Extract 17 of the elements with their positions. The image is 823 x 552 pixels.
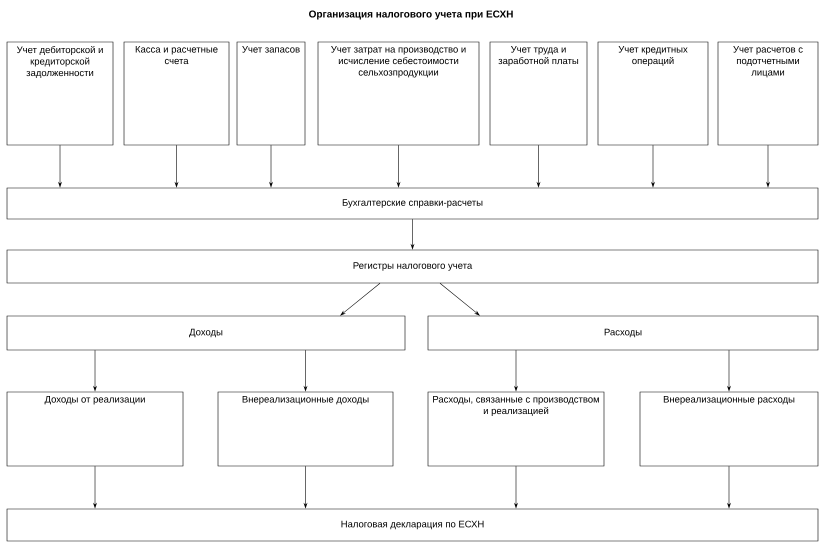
process-box: Учет затрат на производство и исчисление себестоимости сельхозпродукции	[318, 42, 480, 146]
process-box: Учет расчетов с подотчетными лицами	[718, 42, 818, 146]
title: Организация налогового учета при ЕСХН	[309, 10, 513, 20]
process-bar: Налоговая декларация по ЕСХН	[6, 508, 818, 542]
process-box: Доходы от реализации	[6, 392, 184, 466]
process-bar: Расходы	[428, 316, 818, 350]
process-box: Расходы, связанные с производством и реализацией	[428, 392, 604, 466]
process-box: Учет кредитных операций	[598, 42, 708, 146]
process-bar: Бухгалтерские справки-расчеты	[6, 188, 818, 220]
process-box: Внереализационные доходы	[218, 392, 394, 466]
process-box: Учет дебиторской и кредиторской задолженности	[6, 42, 114, 146]
process-box: Касса и расчетные счета	[124, 42, 230, 146]
process-box: Учет запасов	[236, 42, 306, 146]
process-bar: Регистры налогового учета	[6, 250, 818, 284]
process-box: Учет труда и заработной платы	[490, 42, 588, 146]
process-bar: Доходы	[6, 316, 406, 350]
process-box: Внереализационные расходы	[640, 392, 818, 466]
